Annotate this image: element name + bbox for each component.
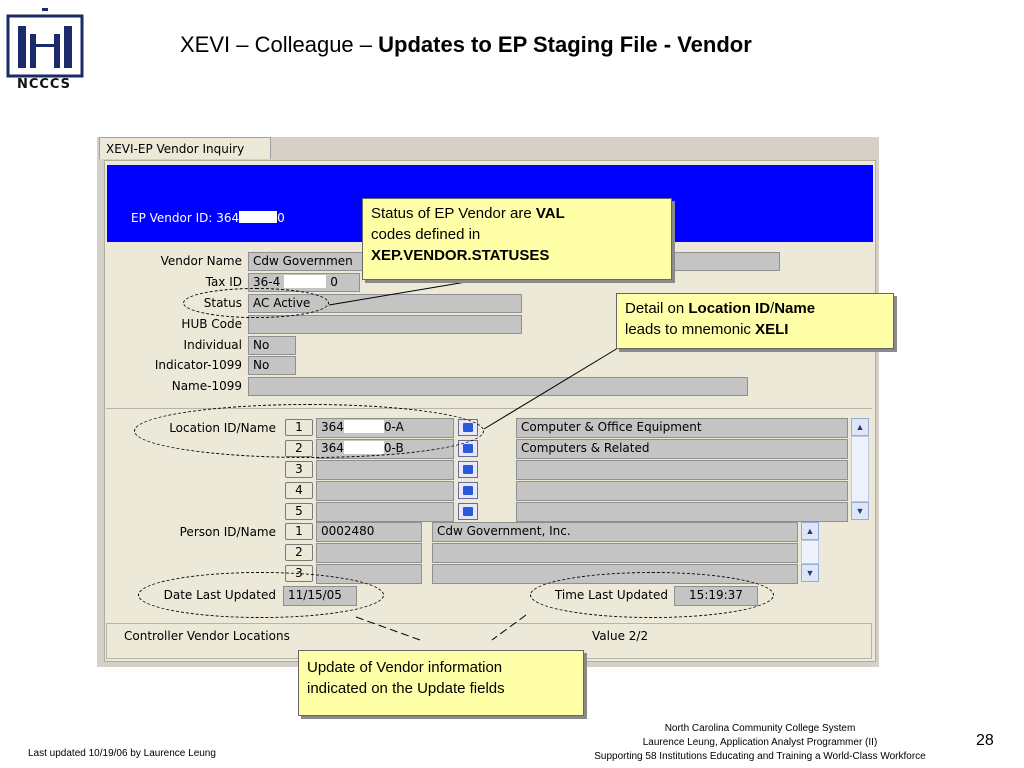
update-callout-line2: indicated on the Update fields (307, 680, 505, 697)
tax-id-value-a: 36-4 (253, 275, 281, 289)
hub-code-field[interactable] (248, 315, 522, 334)
tab-vendor-inquiry[interactable]: XEVI-EP Vendor Inquiry (99, 137, 271, 159)
vendor-id-header: EP Vendor ID: 364 0 (131, 211, 285, 225)
location-scroll-up-icon[interactable]: ▲ (851, 418, 869, 436)
hub-code-label: HUB Code (181, 317, 242, 331)
tax-id-value-b: 0 (330, 275, 338, 289)
redaction (284, 275, 327, 288)
person-row-2-id[interactable] (316, 543, 422, 563)
person-scrollbar[interactable] (801, 540, 819, 564)
time-highlight-oval (530, 572, 774, 618)
indicator-1099-field[interactable]: No (248, 356, 296, 375)
location-name: Computers & Related (521, 441, 650, 455)
status-callout: Status of EP Vendor are VAL codes define… (362, 198, 672, 280)
person-id-name-label: Person ID/Name (179, 525, 276, 539)
location-name: Computer & Office Equipment (521, 420, 702, 434)
individual-field[interactable]: No (248, 336, 296, 355)
status-callout-text2: codes defined in (371, 226, 481, 243)
vendor-name-label: Vendor Name (160, 254, 242, 268)
location-scroll-down-icon[interactable]: ▼ (851, 502, 869, 520)
location-row-5-name[interactable] (516, 502, 848, 522)
location-row-4-number[interactable]: 4 (285, 482, 313, 499)
footer-last-updated: Last updated 10/19/06 by Laurence Leung (28, 748, 216, 759)
page-number: 28 (976, 732, 994, 749)
vendor-name-value: Cdw Governmen (253, 254, 353, 268)
detail-callout-bold2: Name (774, 300, 816, 317)
location-row-4-name[interactable] (516, 481, 848, 501)
status-highlight-oval (183, 288, 329, 318)
location-row-4-detail-button[interactable] (458, 482, 478, 499)
footer-line1: North Carolina Community College System (664, 723, 856, 734)
indicator-1099-label: Indicator-1099 (154, 358, 242, 372)
indicator-1099-value: No (253, 358, 270, 372)
update-callout-line1: Update of Vendor information (307, 659, 503, 676)
status-callout-bold1: VAL (535, 205, 565, 222)
detail-callout-bold1: Location ID (688, 300, 771, 317)
detail-callout-bold3: XELI (755, 321, 789, 338)
vendor-id-tail: 0 (277, 211, 285, 225)
status-callout-text1: Status of EP Vendor are (371, 205, 536, 222)
vendor-id-label: EP Vendor ID: 364 (131, 211, 240, 225)
detail-callout: Detail on Location ID/Name leads to mnem… (616, 293, 894, 349)
logo-label: NCCCS (16, 77, 72, 92)
location-row-3-detail-button[interactable] (458, 461, 478, 478)
name-1099-label: Name-1099 (171, 379, 242, 393)
redaction (239, 211, 278, 223)
controller-locations-label: Controller Vendor Locations (124, 629, 290, 643)
footer-credits: North Carolina Community College System … (560, 722, 960, 764)
person-id: 0002480 (321, 524, 375, 538)
detail-callout-text1: Detail on (625, 300, 689, 317)
date-highlight-oval (138, 572, 384, 618)
detail-callout-text3: leads to mnemonic (625, 321, 756, 338)
person-name: Cdw Government, Inc. (437, 524, 571, 538)
location-row-3-name[interactable] (516, 460, 848, 480)
location-row-5-number[interactable]: 5 (285, 503, 313, 520)
ncccs-logo (6, 8, 84, 78)
detail-callout-slash: / (770, 300, 775, 317)
update-callout: Update of Vendor information indicated o… (298, 650, 584, 716)
person-row-1-number[interactable]: 1 (285, 523, 313, 540)
controller-value: Value 2/2 (592, 629, 649, 643)
location-scrollbar[interactable] (851, 436, 869, 502)
name-1099-field[interactable] (248, 377, 748, 396)
person-row-1-id[interactable]: 0002480 (316, 522, 422, 542)
person-row-1-name[interactable]: Cdw Government, Inc. (432, 522, 798, 542)
tax-id-label: Tax ID (205, 275, 242, 289)
slide-title: XEVI – Colleague – Updates to EP Staging… (180, 32, 752, 58)
person-scroll-up-icon[interactable]: ▲ (801, 522, 819, 540)
footer-line2: Laurence Leung, Application Analyst Prog… (642, 737, 878, 748)
person-scroll-down-icon[interactable]: ▼ (801, 564, 819, 582)
location-row-3-id[interactable] (316, 460, 454, 480)
location-row-1-name[interactable]: Computer & Office Equipment (516, 418, 848, 438)
individual-label: Individual (183, 338, 242, 352)
location-row-3-number[interactable]: 3 (285, 461, 313, 478)
individual-value: No (253, 338, 270, 352)
slide-title-bold: Updates to EP Staging File - Vendor (378, 32, 752, 57)
location-row-2-name[interactable]: Computers & Related (516, 439, 848, 459)
person-row-2-number[interactable]: 2 (285, 544, 313, 561)
location-row-5-detail-button[interactable] (458, 503, 478, 520)
location-highlight-oval (134, 404, 484, 458)
location-row-4-id[interactable] (316, 481, 454, 501)
section-divider (106, 408, 872, 409)
slide-title-prefix: XEVI – Colleague – (180, 32, 379, 57)
location-row-5-id[interactable] (316, 502, 454, 522)
footer-line3: Supporting 58 Institutions Educating and… (594, 751, 926, 762)
person-row-2-name[interactable] (432, 543, 798, 563)
status-callout-bold2: XEP.VENDOR.STATUSES (371, 247, 550, 264)
